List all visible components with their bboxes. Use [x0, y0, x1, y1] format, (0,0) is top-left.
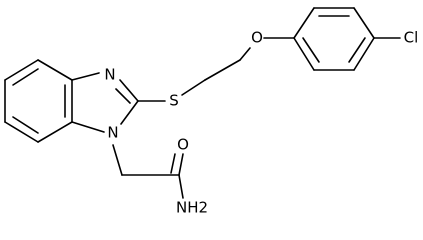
- imidazole-ring: [71, 72, 139, 133]
- bond: [71, 121, 105, 133]
- acetamide-chain: [112, 144, 184, 199]
- bond: [120, 100, 139, 125]
- double-bond-second: [170, 153, 176, 174]
- bond: [239, 47, 251, 61]
- atom-label-nitrogen-ring: N: [107, 124, 118, 142]
- double-bond-inner: [348, 37, 366, 63]
- bond: [178, 153, 184, 176]
- bond: [112, 144, 123, 176]
- atom-label-nitrogen-imine: N: [104, 66, 115, 84]
- bond: [293, 7, 315, 39]
- bond: [37, 121, 73, 143]
- double-bond-inner: [115, 88, 131, 104]
- thioether-chain: [137, 37, 295, 102]
- atom-label-chlorine: Cl: [404, 29, 419, 47]
- bond: [204, 59, 241, 81]
- bond: [353, 37, 375, 71]
- bond: [353, 7, 375, 39]
- atom-label-oxygen-carbonyl: O: [177, 136, 189, 154]
- bond: [71, 72, 100, 81]
- bond: [37, 59, 73, 81]
- double-bond-inner: [12, 68, 39, 86]
- bond: [181, 79, 206, 96]
- bond: [4, 121, 39, 143]
- atom-label-sulfur: S: [169, 92, 179, 110]
- bond: [178, 174, 184, 199]
- bond: [4, 59, 39, 81]
- bond: [119, 79, 139, 102]
- double-bond-inner: [302, 37, 320, 63]
- atom-label-oxygen-ether: O: [251, 29, 263, 47]
- benzene-ring: [4, 59, 73, 143]
- chlorophenyl-ring: [293, 7, 401, 71]
- atom-label-amide: NH2: [176, 199, 208, 217]
- molecule-diagram: N N S O Cl O NH2: [4, 7, 419, 217]
- double-bond-inner: [12, 116, 39, 134]
- bond: [293, 37, 315, 71]
